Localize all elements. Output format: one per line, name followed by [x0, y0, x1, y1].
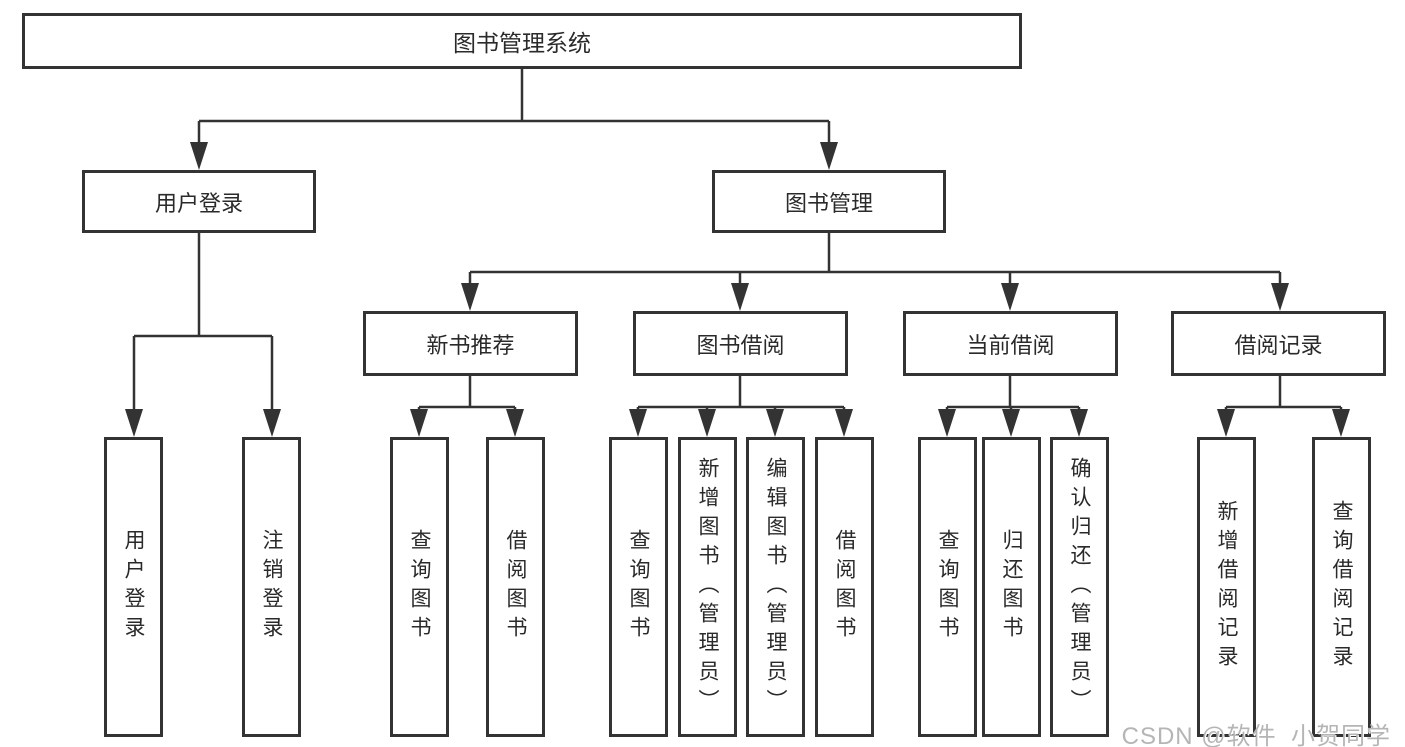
node-borrow-records: 借阅记录 [1171, 311, 1386, 376]
arrowheads [125, 142, 1350, 437]
leaf-borrow-add-books-admin: 新增图书（管理员） [678, 437, 737, 737]
csdn-watermark: CSDN @软件_小贺同学 [1121, 723, 1391, 747]
leaf-logout: 注销登录 [242, 437, 301, 737]
leaf-newbook-query-books: 查询图书 [390, 437, 449, 737]
node-library-system: 图书管理系统 [22, 13, 1022, 69]
node-book-management: 图书管理 [712, 170, 946, 233]
leaf-current-query-books: 查询图书 [918, 437, 977, 737]
leaf-record-query: 查询借阅记录 [1312, 437, 1371, 737]
leaf-borrow-query-books: 查询图书 [609, 437, 668, 737]
leaf-current-return-books: 归还图书 [982, 437, 1041, 737]
leaf-current-confirm-return-admin: 确认归还（管理员） [1050, 437, 1109, 737]
node-book-borrow: 图书借阅 [633, 311, 848, 376]
leaf-borrow-borrow-books: 借阅图书 [815, 437, 874, 737]
node-current-borrow: 当前借阅 [903, 311, 1118, 376]
leaf-newbook-borrow-books: 借阅图书 [486, 437, 545, 737]
node-user-login: 用户登录 [82, 170, 316, 233]
node-new-book-recommend: 新书推荐 [363, 311, 578, 376]
leaf-borrow-edit-books-admin: 编辑图书（管理员） [746, 437, 805, 737]
leaf-user-login: 用户登录 [104, 437, 163, 737]
leaf-record-add: 新增借阅记录 [1197, 437, 1256, 737]
